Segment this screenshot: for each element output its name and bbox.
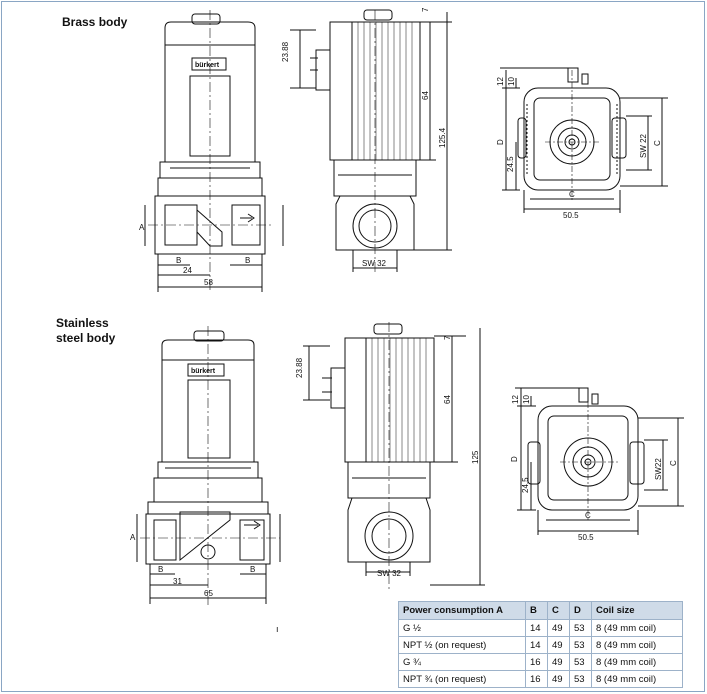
brass-dim-245: 24.5 — [506, 156, 515, 172]
steel-dim-c-right: C — [669, 460, 678, 466]
coil-nut — [191, 13, 221, 25]
brand-plate — [191, 57, 227, 71]
cell-c: 49 — [547, 670, 570, 688]
brass-dim-505: 50.5 — [563, 211, 579, 220]
cell-connection: G ½ — [398, 619, 526, 637]
brass-dim-12: 12 — [496, 77, 505, 86]
header-power-consumption: Power consumption A — [398, 601, 526, 620]
brass-front-view — [144, 10, 284, 292]
brass-dim-sw32: SW 32 — [362, 259, 387, 268]
steel-dim-10: 10 — [522, 395, 531, 404]
cell-coil-size: 8 (49 mm coil) — [591, 619, 683, 637]
steel-side-view — [303, 322, 485, 590]
steel-dim-31: 31 — [173, 577, 182, 586]
cell-d: 53 — [569, 653, 592, 671]
stainless-label-line2: steel body — [56, 331, 116, 345]
cell-d: 53 — [569, 619, 592, 637]
header-b: B — [525, 601, 548, 620]
steel-dim-c-bottom: C — [585, 511, 591, 520]
steel-brand-logo: bürkert — [191, 368, 216, 375]
brass-dim-58: 58 — [204, 278, 213, 287]
stainless-body-label: Stainless steel body — [56, 316, 115, 346]
table-row: NPT ¾ (on request) 16 49 53 8 (49 mm coi… — [398, 670, 683, 688]
steel-dim-125: 125 — [471, 450, 480, 464]
cell-connection: NPT ½ (on request) — [398, 636, 526, 654]
cell-b: 16 — [525, 653, 548, 671]
brass-top-view — [500, 67, 668, 213]
steel-coil-housing — [161, 339, 255, 463]
connector-pins — [315, 49, 331, 91]
steel-dim-7: 7 — [443, 335, 452, 340]
cell-d: 53 — [569, 636, 592, 654]
steel-front-view — [136, 326, 281, 605]
steel-dim-65: 65 — [204, 589, 213, 598]
header-coil-size: Coil size — [591, 601, 683, 620]
brass-dim-b-right: B — [245, 256, 250, 265]
steel-dim-2388: 23.88 — [295, 357, 304, 378]
steel-dim-sw22: SW22 — [654, 458, 663, 480]
brass-side-view — [290, 9, 452, 272]
brass-dim-c-bottom: C — [569, 190, 575, 199]
brass-dim-c-right: C — [653, 140, 662, 146]
steel-dim-a: A — [130, 533, 136, 542]
brass-dim-d: D — [496, 139, 505, 145]
stainless-label-line1: Stainless — [56, 316, 109, 330]
steel-dim-12: 12 — [511, 395, 520, 404]
header-c: C — [547, 601, 570, 620]
steel-dim-b-right: B — [250, 565, 255, 574]
header-d: D — [569, 601, 592, 620]
cell-c: 49 — [547, 653, 570, 671]
cell-coil-size: 8 (49 mm coil) — [591, 670, 683, 688]
cell-d: 53 — [569, 670, 592, 688]
brass-dim-1254: 125.4 — [438, 127, 447, 148]
table-row: NPT ½ (on request) 14 49 53 8 (49 mm coi… — [398, 636, 683, 654]
spec-table-header-row: Power consumption A B C D Coil size — [398, 601, 683, 620]
steel-dim-sw32: SW 32 — [377, 569, 402, 578]
steel-dim-505: 50.5 — [578, 533, 594, 542]
stray-mark: ı — [276, 624, 279, 634]
cell-connection: NPT ¾ (on request) — [398, 670, 526, 688]
brass-dim-a: A — [139, 223, 145, 232]
steel-dim-64: 64 — [443, 395, 452, 404]
brass-dim-24: 24 — [183, 266, 192, 275]
cell-c: 49 — [547, 636, 570, 654]
brass-dim-sw22: SW 22 — [639, 133, 648, 158]
cell-b: 14 — [525, 619, 548, 637]
cell-b: 14 — [525, 636, 548, 654]
cell-coil-size: 8 (49 mm coil) — [591, 636, 683, 654]
brass-dim-64: 64 — [421, 91, 430, 100]
brass-dim-b-left: B — [176, 256, 181, 265]
steel-dim-d: D — [510, 456, 519, 462]
steel-dim-b-left: B — [158, 565, 163, 574]
cell-connection: G ¾ — [398, 653, 526, 671]
brass-body-label: Brass body — [62, 15, 128, 29]
brass-dim-10: 10 — [507, 77, 516, 86]
table-row: G ½ 14 49 53 8 (49 mm coil) — [398, 619, 683, 637]
coil-housing — [164, 21, 256, 163]
brass-dim-2388: 23.88 — [281, 41, 290, 62]
spec-table: Power consumption A B C D Coil size G ½ … — [398, 601, 683, 688]
cell-b: 16 — [525, 670, 548, 688]
steel-dim-245: 24.5 — [521, 477, 530, 493]
table-row: G ¾ 16 49 53 8 (49 mm coil) — [398, 653, 683, 671]
cell-coil-size: 8 (49 mm coil) — [591, 653, 683, 671]
brass-dim-7: 7 — [421, 7, 430, 12]
cell-c: 49 — [547, 619, 570, 637]
brass-brand-logo: bürkert — [195, 62, 220, 69]
steel-top-view — [515, 387, 684, 535]
